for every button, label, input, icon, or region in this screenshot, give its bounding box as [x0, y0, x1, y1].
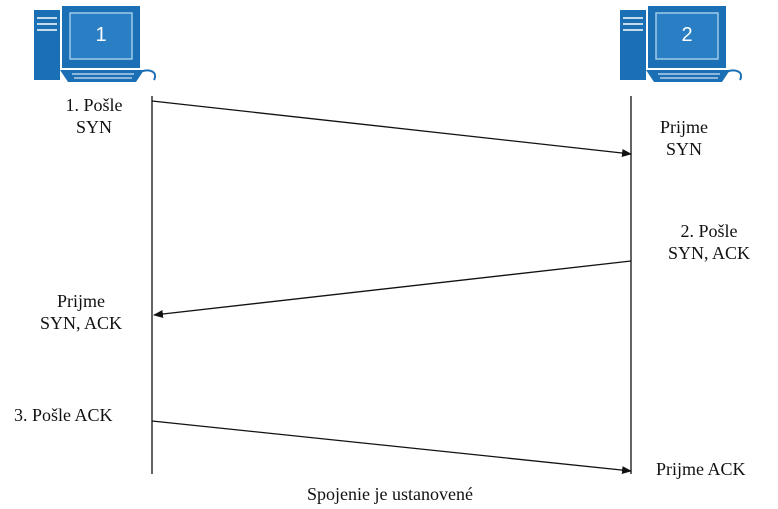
connection-established-caption: Spojenie je ustanovené: [307, 484, 473, 504]
step1-receive-label: Prijme SYN: [660, 117, 708, 159]
desktop-computer-icon: 2: [618, 2, 748, 86]
computer-2-graphic: [620, 6, 742, 82]
desktop-computer-icon: 1: [32, 2, 162, 86]
step3-send-label: 3. Pošle ACK: [14, 405, 113, 425]
host-1-number: 1: [95, 24, 107, 46]
step3-receive-label: Prijme ACK: [656, 459, 746, 479]
step2-receive-label: Prijme SYN, ACK: [39, 291, 123, 333]
step1-send-label: 1. Pošle SYN: [65, 95, 123, 137]
ack-arrow: [151, 420, 632, 475]
syn-arrow: [151, 100, 632, 157]
syn-ack-arrow: [153, 260, 632, 318]
step2-send-label: 2. Pošle SYN, ACK: [667, 221, 751, 263]
computer-1-graphic: [34, 6, 156, 82]
host-2-number: 2: [681, 24, 693, 46]
